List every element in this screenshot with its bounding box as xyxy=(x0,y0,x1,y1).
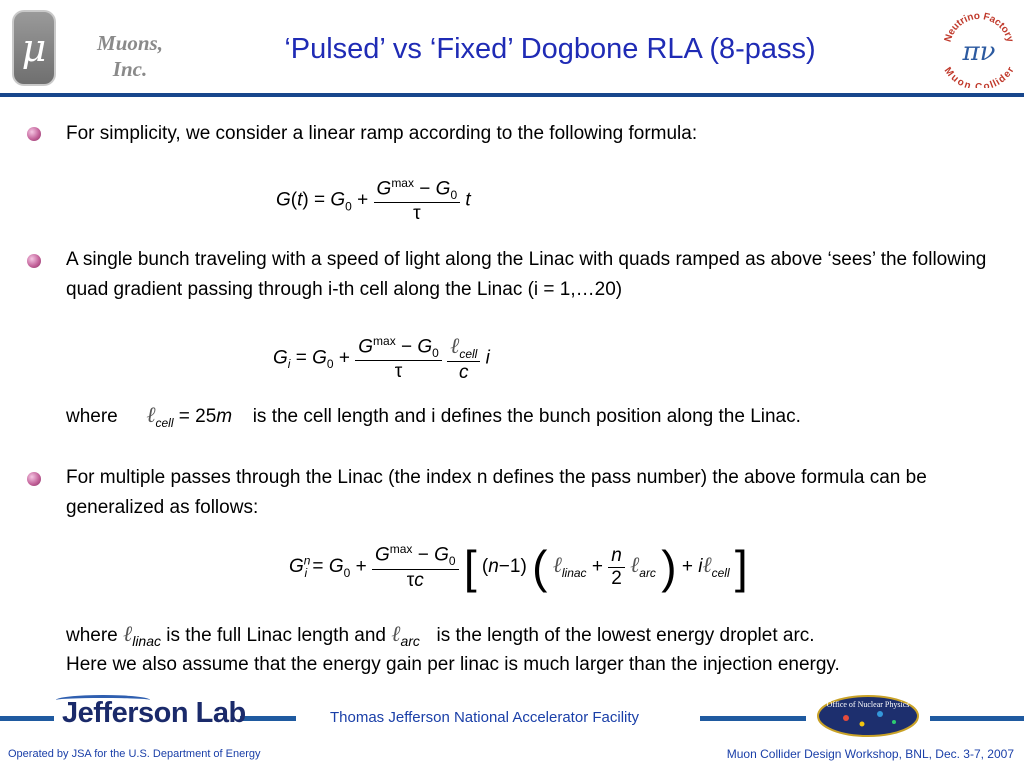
nf-logo-bottom-text: Muon Collider xyxy=(942,65,1017,88)
operator-note: Operated by JSA for the U.S. Department … xyxy=(8,748,261,760)
footer-divider-mid xyxy=(240,716,296,721)
bullet-icon xyxy=(27,254,41,268)
slide-title: ‘Pulsed’ vs ‘Fixed’ Dogbone RLA (8-pass) xyxy=(284,33,816,65)
bullet-text-2: A single bunch traveling with a speed of… xyxy=(66,249,987,300)
footer-divider-right xyxy=(700,716,806,721)
equation-linear-ramp: G(t) = G0 + Gmax − G0 τ t xyxy=(276,176,471,225)
bullet-text-3: For multiple passes through the Linac (t… xyxy=(66,467,927,518)
ell-symbol: ℓ xyxy=(146,403,156,428)
svg-text:Muon Collider: Muon Collider xyxy=(942,65,1017,88)
assumption-line: Here we also assume that the energy gain… xyxy=(66,654,840,675)
bullet-icon xyxy=(27,472,41,486)
where-cell-length-line: where ℓcell = 25m is the cell length and… xyxy=(66,403,801,430)
bullet-icon xyxy=(27,127,41,141)
nf-logo-symbol: πν xyxy=(962,37,996,67)
brand-name: Muons, Inc. xyxy=(97,31,163,81)
facility-name: Thomas Jefferson National Accelerator Fa… xyxy=(330,709,640,726)
equation-cell-gradient: Gi = G0 + Gmax − G0 τ ℓcell c i xyxy=(273,333,490,383)
where-linac-arc-line: where ℓlinac is the full Linac length an… xyxy=(66,622,815,649)
muons-inc-logo: μ xyxy=(12,10,56,86)
footer-divider-left xyxy=(0,716,54,721)
footer-divider-end xyxy=(930,716,1024,721)
swoosh-icon xyxy=(56,695,150,705)
neutrino-factory-logo: Neutrino Factory Muon Collider πν xyxy=(942,11,1017,88)
workshop-note: Muon Collider Design Workshop, BNL, Dec.… xyxy=(726,747,1014,761)
onp-logo-text: Office of Nuclear Physics xyxy=(827,700,910,709)
jefferson-lab-logo: Jefferson Lab xyxy=(56,695,246,730)
bullet-text-1: For simplicity, we consider a linear ram… xyxy=(66,123,698,144)
office-of-nuclear-physics-logo: Office of Nuclear Physics xyxy=(817,695,919,737)
mu-symbol: μ xyxy=(21,26,47,70)
title-divider xyxy=(0,93,1024,97)
equation-multipass-gradient: Gni = G0 + Gmax − G0 τc [ (n−1) ( ℓlinac… xyxy=(289,541,748,593)
